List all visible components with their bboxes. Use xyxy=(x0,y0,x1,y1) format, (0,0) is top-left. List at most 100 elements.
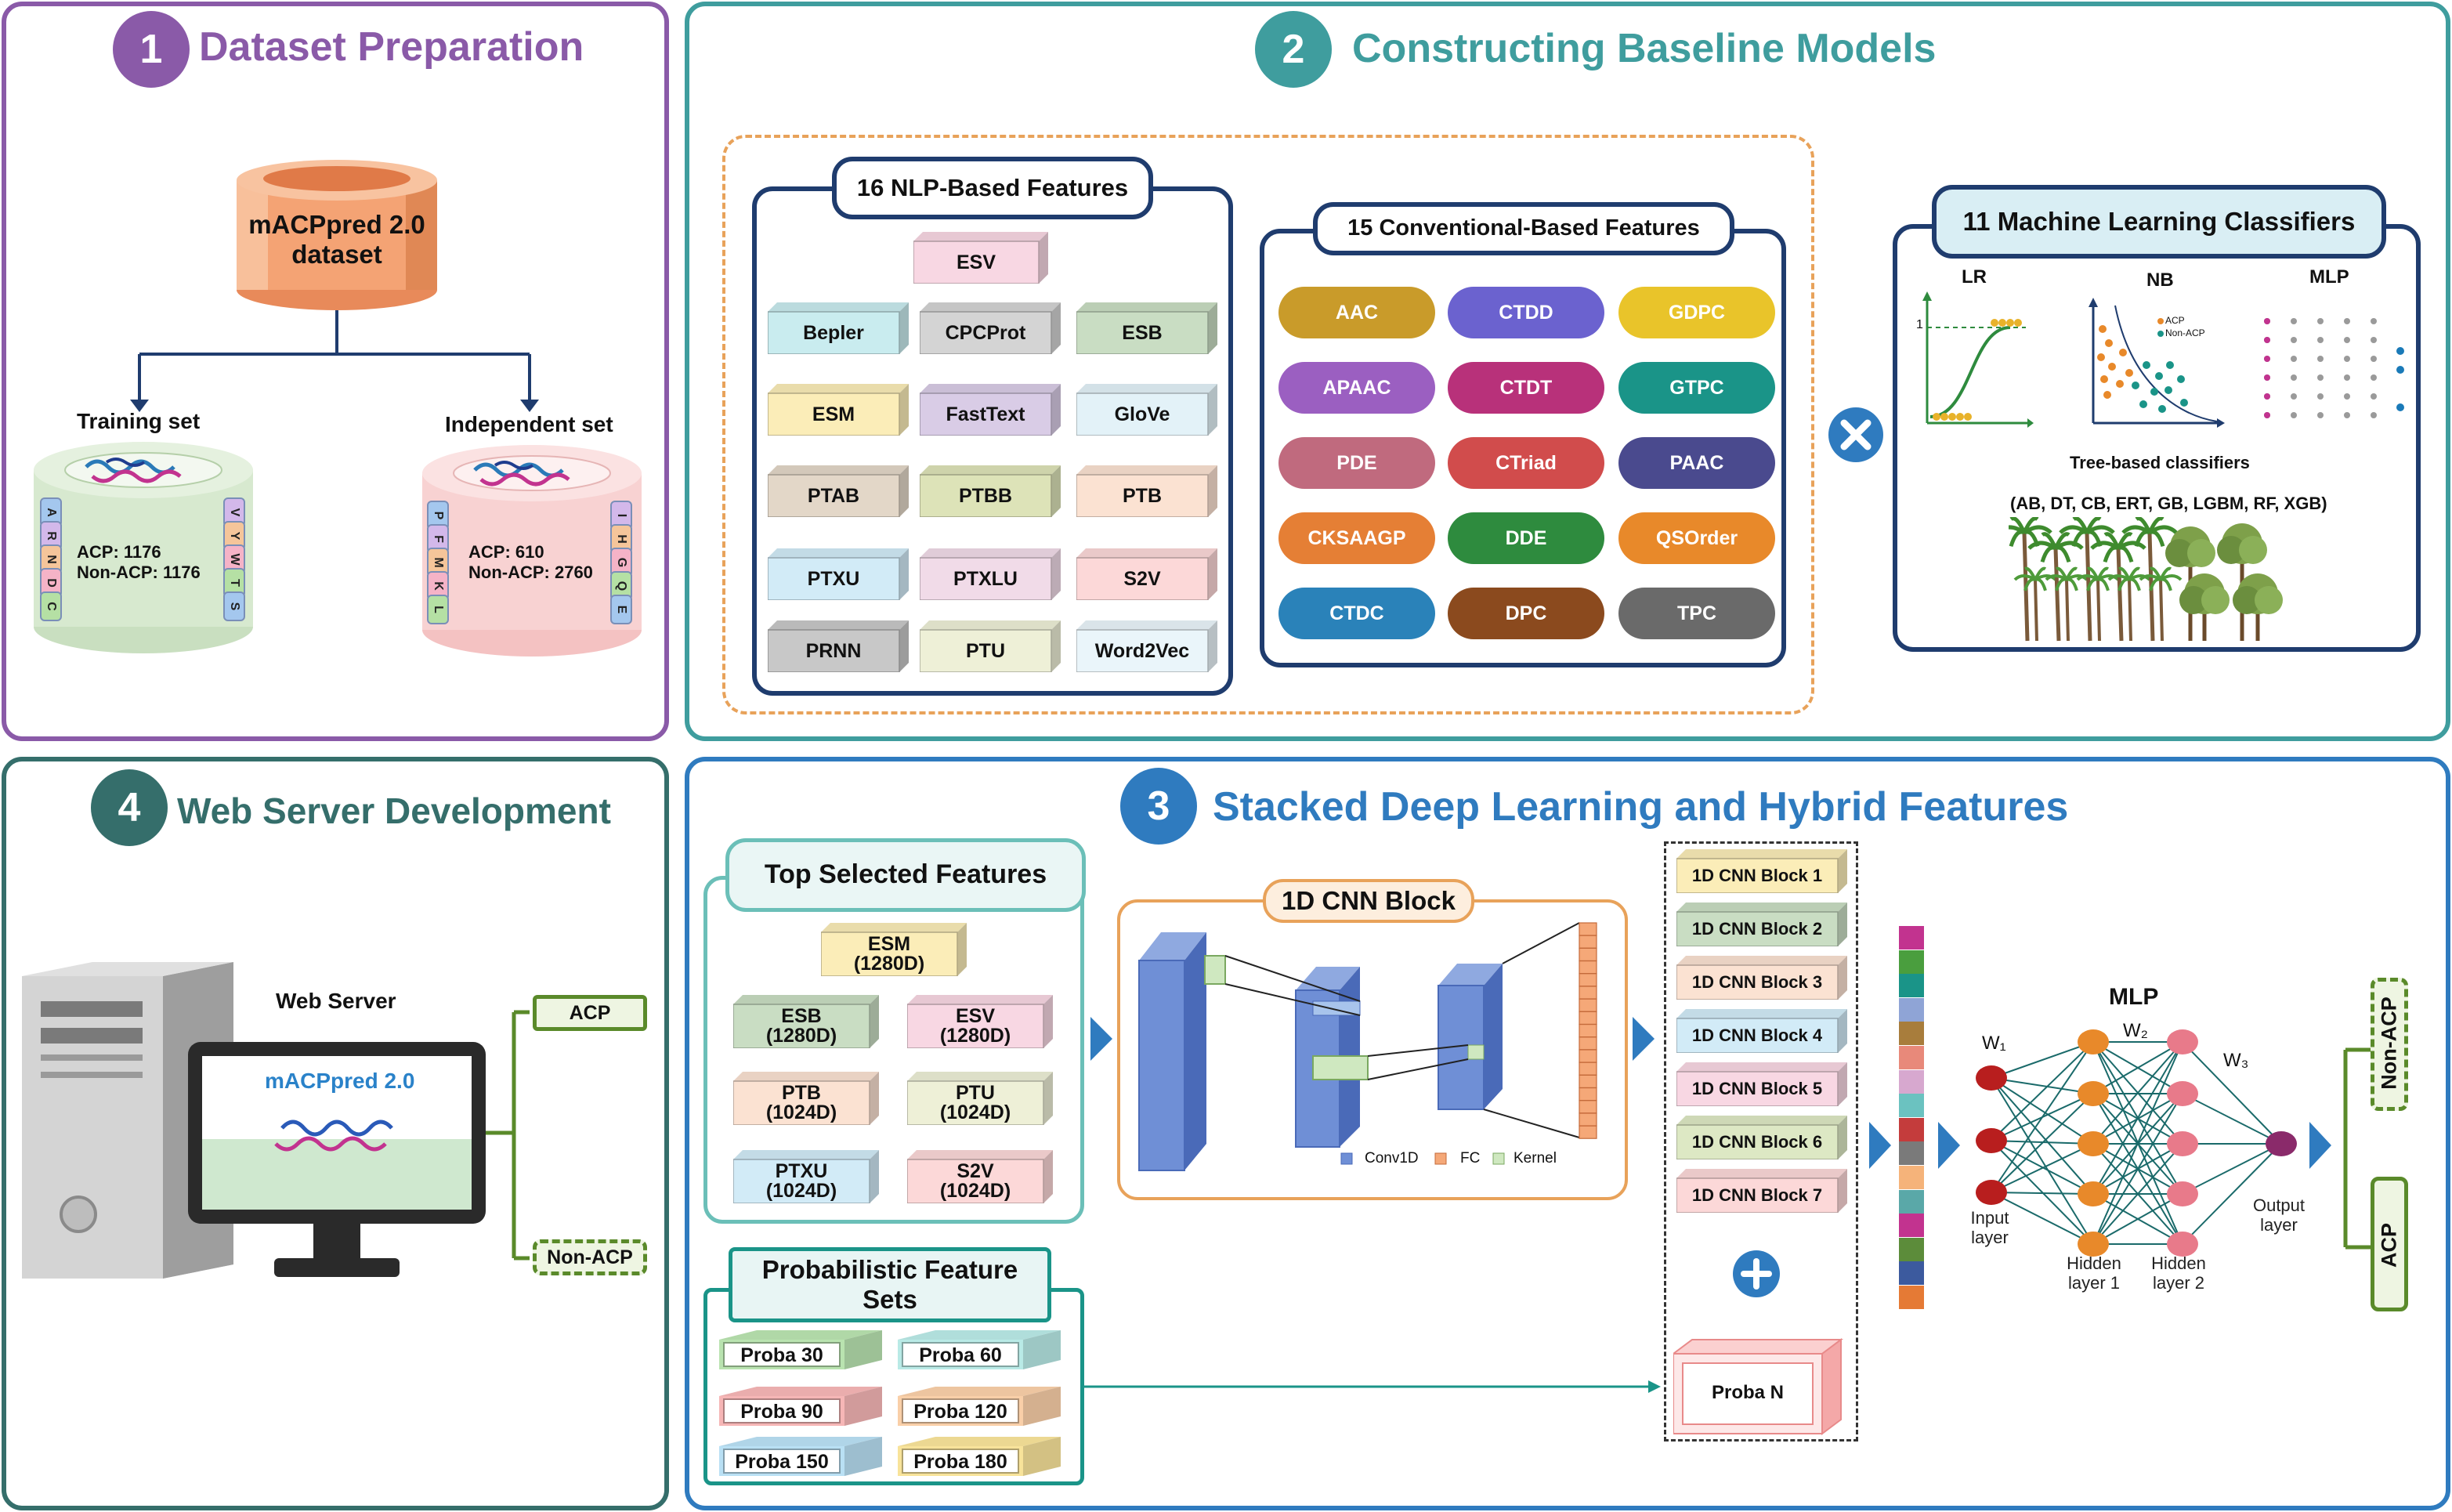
tree-classifiers-list: (AB, DT, CB, ERT, GB, LGBM, RF, XGB) xyxy=(2010,494,2327,513)
mlp-dot-network xyxy=(2258,313,2407,431)
top-feature-esm-3d xyxy=(821,923,967,976)
nlp-feature-ptxlu: PTXLU xyxy=(953,567,1018,590)
feature-vector-cell xyxy=(1899,1166,1924,1189)
proba-set-label: Proba 30 xyxy=(740,1344,823,1366)
feature-vector-cell xyxy=(1899,1069,1924,1094)
nlp-features-title: 16 NLP-Based Features xyxy=(832,157,1153,219)
dataset-split-connector xyxy=(130,310,539,412)
top-feature-3: PTB (1024D) xyxy=(765,1082,837,1123)
nb-legend-nonacp: Non-ACP xyxy=(2165,327,2205,338)
legend-fc: FC xyxy=(1460,1150,1481,1167)
conv-feature-qsorder: QSOrder xyxy=(1618,512,1775,564)
conv-feature-gtpc: GTPC xyxy=(1618,362,1775,414)
lr-one-tick: 1 xyxy=(1916,318,1923,331)
conv-feature-paac: PAAC xyxy=(1618,437,1775,489)
mlp-weight-w3: W₃ xyxy=(2223,1050,2249,1071)
conv-feature-apaac: APAAC xyxy=(1278,362,1435,414)
panel-1-number: 1 xyxy=(113,11,190,88)
conv-feature-ctdc: CTDC xyxy=(1278,588,1435,639)
nlp-feature-esv: ESV xyxy=(956,251,996,273)
legend-kernel: Kernel xyxy=(1514,1150,1557,1167)
top-feature-2: ESV (1280D) xyxy=(939,1005,1011,1047)
ml-classifiers-title: 11 Machine Learning Classifiers xyxy=(1932,185,2386,259)
output-acp-box xyxy=(2371,1177,2408,1311)
feature-vector-cell xyxy=(1899,1261,1924,1286)
mlp-small-label: MLP xyxy=(2309,266,2349,288)
top-feature-2-3d xyxy=(907,995,1053,1048)
cnn-blocks-container xyxy=(1664,841,1858,1441)
monitor-icon xyxy=(188,1042,486,1282)
lr-label: LR xyxy=(1962,266,1987,288)
top-feature-esm: ESM (1280D) xyxy=(853,933,925,975)
proba-sets-title: Probabilistic Feature Sets xyxy=(729,1247,1051,1322)
feature-vector-cell xyxy=(1899,974,1924,998)
output-nonacp-box xyxy=(2371,978,2408,1111)
computer-tower-icon xyxy=(22,962,233,1279)
output-nonacp-label: Non-ACP xyxy=(2377,997,2401,1090)
nlp-feature-ptb-3d xyxy=(1076,465,1217,517)
proba-set-3d xyxy=(719,1387,885,1431)
independent-acp-count: ACP: 610 xyxy=(468,542,544,562)
cnn-block-1-3d xyxy=(1676,849,1847,893)
independent-aa-tag: L xyxy=(427,595,449,624)
cnn-block-4-3d xyxy=(1676,1009,1847,1053)
feature-vector-cell xyxy=(1899,1141,1924,1166)
nlp-feature-prnn: PRNN xyxy=(805,639,862,662)
panel-2-title: Constructing Baseline Models xyxy=(1352,26,1937,71)
proba-set-label: Proba 120 xyxy=(913,1401,1007,1423)
web-output-connector xyxy=(486,1010,530,1261)
nlp-feature-esm: ESM xyxy=(812,403,855,425)
top-feature-5: PTXU (1024D) xyxy=(765,1160,837,1202)
conv-feature-cksaagp: CKSAAGP xyxy=(1278,512,1435,564)
conv-feature-tpc: TPC xyxy=(1618,588,1775,639)
cnn-block-2: 1D CNN Block 2 xyxy=(1691,919,1823,939)
nlp-feature-esb: ESB xyxy=(1122,321,1163,344)
hidden-layer-2-label: Hidden layer 2 xyxy=(2151,1253,2206,1293)
nlp-feature-bepler: Bepler xyxy=(803,321,864,344)
cnn-block-3: 1D CNN Block 3 xyxy=(1691,972,1823,992)
independent-nonacp-count: Non-ACP: 2760 xyxy=(468,562,593,582)
panel-4-number: 4 xyxy=(91,769,168,846)
feature-vector-cell xyxy=(1899,997,1924,1022)
cnn-block-7: 1D CNN Block 7 xyxy=(1691,1185,1823,1205)
independent-aa-tag: E xyxy=(610,595,632,624)
proba-set-label: Proba 90 xyxy=(740,1401,823,1423)
independent-set-title: Independent set xyxy=(445,412,613,436)
cnn-architecture-diagram xyxy=(1128,917,1618,1183)
cnn-block-3-3d xyxy=(1676,956,1847,1000)
screen-title: mACPpred 2.0 xyxy=(265,1069,415,1093)
dataset-database-icon xyxy=(233,157,440,313)
web-server-label: Web Server xyxy=(276,989,396,1013)
tree-forest-icon xyxy=(2009,517,2291,642)
conventional-features-title: 15 Conventional-Based Features xyxy=(1313,202,1734,255)
training-acp-count: ACP: 1176 xyxy=(77,542,161,562)
proba-set-3d xyxy=(719,1437,885,1481)
nlp-feature-prnn-3d xyxy=(768,620,909,672)
nlp-feature-ptbb: PTBB xyxy=(958,484,1013,507)
proba-n-box-3d xyxy=(1673,1338,1847,1435)
top-feature-1: ESB (1280D) xyxy=(765,1005,837,1047)
feature-vector-cell xyxy=(1899,1189,1924,1214)
conv-feature-gdpc: GDPC xyxy=(1618,287,1775,338)
nlp-feature-esm-3d xyxy=(768,384,909,436)
nlp-feature-cpcprot-3d xyxy=(920,302,1061,354)
nlp-feature-cpcprot: CPCProt xyxy=(945,321,1026,344)
nlp-feature-ptb: PTB xyxy=(1123,484,1162,507)
nlp-feature-ptxu: PTXU xyxy=(807,567,860,590)
mlp-weight-w2: W₂ xyxy=(2123,1020,2148,1041)
feature-vector-cell xyxy=(1899,1286,1924,1309)
panel-3-title: Stacked Deep Learning and Hybrid Feature… xyxy=(1213,784,2069,830)
feature-vector-cell xyxy=(1899,1117,1924,1141)
top-feature-3-3d xyxy=(733,1072,879,1125)
lr-sigmoid-plot xyxy=(1916,290,2034,431)
panel-1-title: Dataset Preparation xyxy=(199,24,584,70)
independent-set-cylinder xyxy=(420,442,644,661)
proba-set-3d xyxy=(898,1387,1064,1431)
feature-vector-cell xyxy=(1899,950,1924,974)
top-features-title: Top Selected Features xyxy=(725,838,1086,912)
cnn-block-4: 1D CNN Block 4 xyxy=(1691,1025,1823,1045)
legend-conv1d: Conv1D xyxy=(1365,1150,1419,1167)
mlp-title: MLP xyxy=(2109,984,2159,1010)
nlp-feature-s2v-3d xyxy=(1076,548,1217,600)
conv-feature-aac: AAC xyxy=(1278,287,1435,338)
